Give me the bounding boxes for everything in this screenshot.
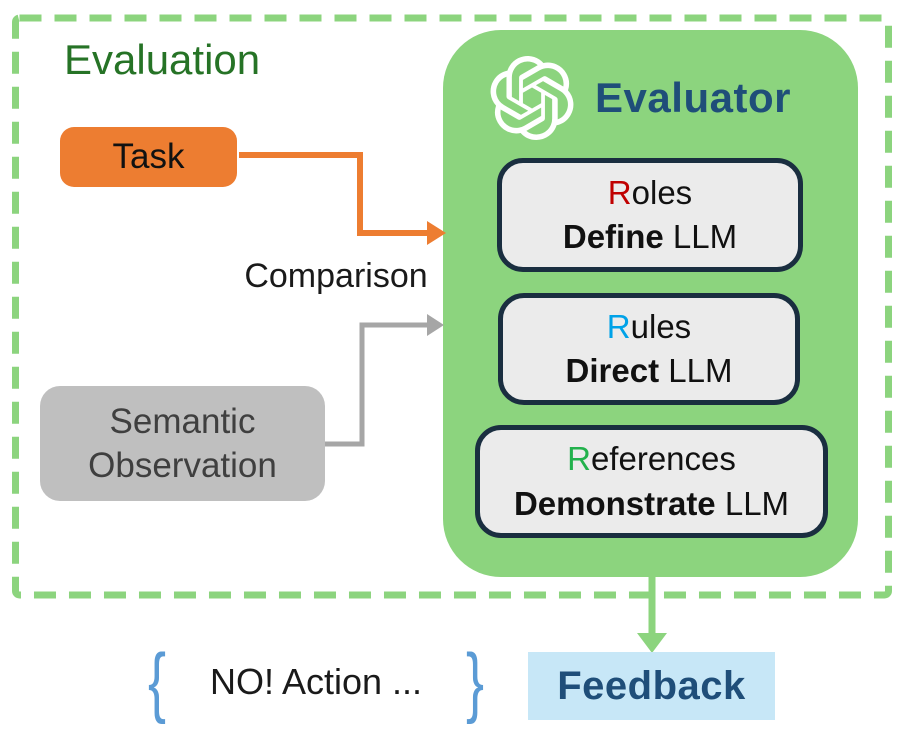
roles-initial: R [607, 173, 632, 211]
rules-rest: ules [630, 307, 692, 345]
semantic-observation-node: Semantic Observation [40, 386, 325, 501]
rules-box: Rules Direct LLM [498, 293, 800, 405]
feedback-node: Feedback [528, 652, 775, 720]
gray-elbow-arrow [325, 314, 444, 447]
feedback-label: Feedback [557, 663, 746, 708]
task-node: Task [60, 127, 237, 187]
roles-rest: oles [631, 173, 693, 211]
references-initial: R [567, 440, 591, 478]
evaluation-title: Evaluation [64, 36, 261, 83]
references-box: References Demonstrate LLM [475, 425, 828, 538]
roles-line: Roles [608, 171, 692, 215]
rules-action-line: Direct LLM [566, 349, 733, 393]
rules-llm: LLM [659, 352, 733, 389]
roles-action-line: Define LLM [563, 215, 737, 259]
task-label: Task [112, 137, 185, 176]
roles-box: Roles Define LLM [497, 158, 803, 272]
evaluator-title: Evaluator [595, 74, 791, 121]
references-line: References [567, 437, 736, 481]
close-brace: } [465, 638, 484, 726]
rules-initial: R [606, 307, 631, 345]
roles-verb: Define [562, 218, 664, 255]
no-action-group: { NO! Action ... } [148, 634, 484, 730]
rules-line: Rules [607, 305, 691, 349]
open-brace: { [148, 638, 167, 726]
orange-elbow-arrow [239, 152, 446, 245]
no-action-label: NO! Action ... [209, 661, 423, 702]
roles-llm: LLM [663, 218, 738, 255]
references-rest: eferences [590, 440, 736, 478]
references-llm: LLM [715, 484, 790, 522]
references-action-line: Demonstrate LLM [514, 482, 789, 526]
openai-logo-icon [490, 56, 574, 141]
rules-verb: Direct [565, 352, 660, 389]
semantic-observation-label: Semantic Observation [88, 401, 277, 485]
green-down-arrow [637, 575, 667, 653]
references-verb: Demonstrate [513, 484, 716, 522]
comparison-label: Comparison [244, 257, 428, 295]
